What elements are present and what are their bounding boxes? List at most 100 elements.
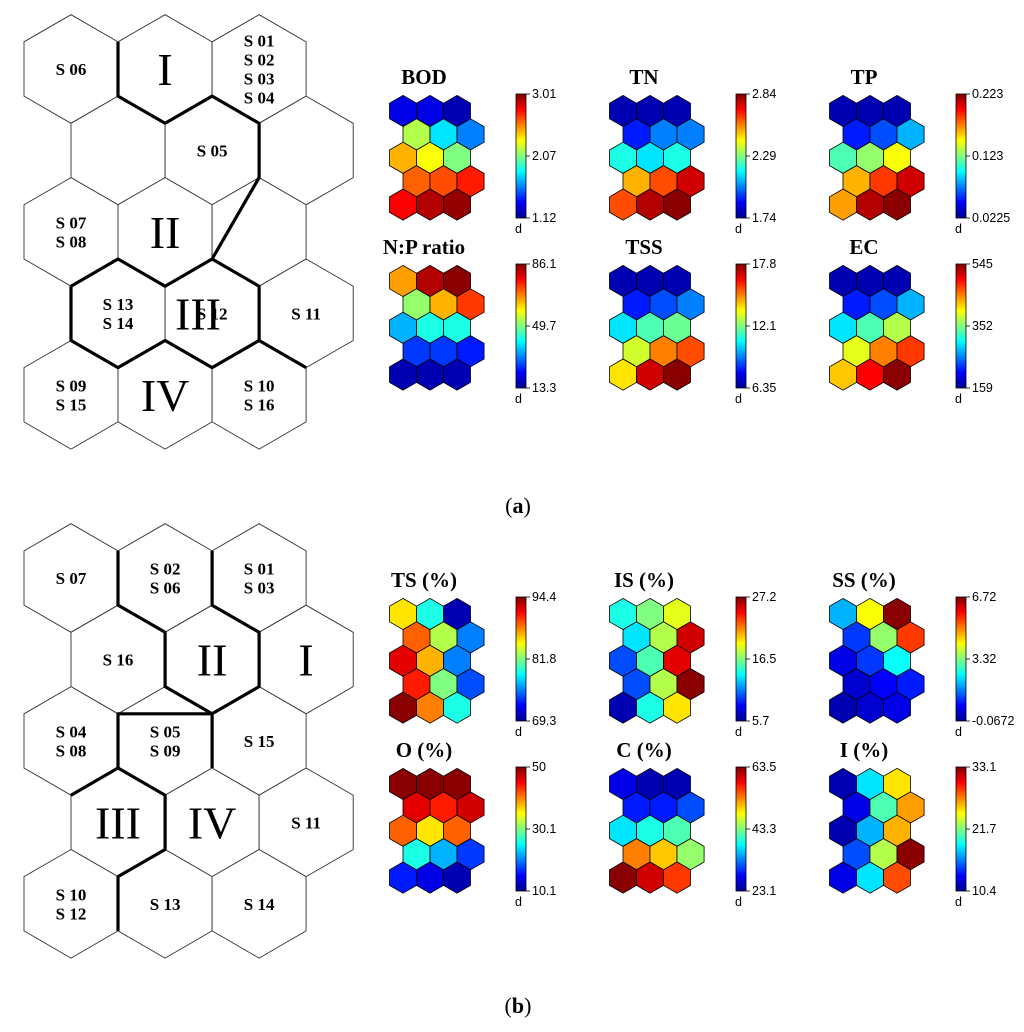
colorbar — [515, 263, 527, 389]
colorbar-tick-label: 27.2 — [752, 590, 776, 604]
component-title: BOD — [401, 65, 447, 89]
colorbar-tick-label: 1.74 — [752, 211, 776, 225]
cluster-boundary — [210, 550, 261, 768]
cluster-boundary — [69, 286, 307, 370]
colorbar-tick-label: 94.4 — [532, 590, 556, 604]
colorbar-tick-label: 16.5 — [752, 652, 776, 666]
colorbar-tick-label: 545 — [972, 257, 993, 271]
site-label: S 16 — [103, 651, 134, 670]
colorbar-tick-label: 30.1 — [532, 822, 556, 836]
colorbar-unit: d — [955, 725, 962, 739]
colorbar-tick-label: 69.3 — [532, 714, 556, 728]
site-label: S 09 — [56, 376, 87, 395]
colorbar-tick-label: 21.7 — [972, 822, 996, 836]
component-title: SS (%) — [832, 568, 896, 592]
colorbar-tick-label: 10.4 — [972, 884, 996, 898]
component-hex — [663, 188, 691, 221]
colorbar-tick-label: 2.29 — [752, 149, 776, 163]
component-title: EC — [849, 235, 878, 259]
site-label: S 11 — [291, 304, 321, 323]
site-label: S 05 — [197, 141, 228, 160]
site-label: S 15 — [244, 732, 275, 751]
component-hex — [443, 358, 471, 391]
colorbar-tick-label: 49.7 — [532, 319, 556, 333]
colorbar-tick-label: 6.35 — [752, 381, 776, 395]
component-hex — [443, 861, 471, 894]
colorbar-unit: d — [515, 392, 522, 406]
cluster-label: III — [95, 797, 141, 848]
colorbar-tick-label: 2.07 — [532, 149, 556, 163]
colorbar-tick-label: 159 — [972, 381, 993, 395]
component-title: C (%) — [616, 738, 671, 762]
colorbar-unit: d — [735, 725, 742, 739]
colorbar-unit: d — [735, 895, 742, 909]
colorbar — [515, 766, 527, 892]
colorbar-tick-label: 33.1 — [972, 760, 996, 774]
cluster-map-a: S 06S 01S 02S 03S 04S 05S 07S 08S 13S 14… — [23, 14, 354, 450]
site-label: S 05 — [150, 722, 181, 741]
component-title: TSS — [625, 235, 662, 259]
colorbar-unit: d — [735, 222, 742, 236]
colorbar-unit: d — [735, 392, 742, 406]
colorbar-tick-label: 0.0225 — [972, 211, 1010, 225]
site-label: S 07 — [56, 213, 87, 232]
site-label: S 10 — [244, 376, 275, 395]
site-label: S 09 — [150, 741, 181, 760]
site-label: S 07 — [56, 569, 87, 588]
cluster-label: II — [150, 207, 181, 258]
site-label: S 14 — [244, 895, 275, 914]
colorbar — [515, 596, 527, 722]
colorbar-tick-label: -0.0672 — [972, 714, 1014, 728]
site-label: S 03 — [244, 579, 275, 598]
component-title: IS (%) — [614, 568, 674, 592]
cluster-boundary — [70, 766, 119, 797]
colorbar-unit: d — [955, 392, 962, 406]
site-label: S 03 — [244, 70, 275, 89]
colorbar — [735, 766, 747, 892]
colorbar-tick-label: 63.5 — [752, 760, 776, 774]
colorbar — [955, 596, 967, 722]
colorbar-tick-label: 5.7 — [752, 714, 769, 728]
colorbar — [955, 93, 967, 219]
cluster-boundary — [116, 550, 214, 931]
component-plane: TS (%)94.481.869.3d — [389, 568, 556, 739]
component-hex — [443, 691, 471, 724]
cluster-label: I — [298, 635, 313, 686]
site-label: S 08 — [56, 741, 87, 760]
panel-caption-a: (a) — [505, 493, 531, 518]
colorbar-tick-label: 3.01 — [532, 87, 556, 101]
cluster-label: II — [197, 635, 228, 686]
colorbar-tick-label: 10.1 — [532, 884, 556, 898]
component-title: TN — [629, 65, 658, 89]
site-label: S 14 — [103, 314, 134, 333]
colorbar-tick-label: 3.32 — [972, 652, 996, 666]
colorbar-tick-label: 17.8 — [752, 257, 776, 271]
cluster-label: IV — [141, 370, 190, 421]
site-label: S 02 — [244, 51, 275, 70]
component-plane: I (%)33.121.710.4d — [829, 738, 996, 909]
site-label: S 04 — [244, 89, 275, 108]
component-hex — [883, 358, 911, 391]
component-hex — [883, 188, 911, 221]
site-label: S 08 — [56, 232, 87, 251]
site-label: S 11 — [291, 813, 321, 832]
colorbar-tick-label: 50 — [532, 760, 546, 774]
component-plane: IS (%) 27.2 16.5 5.7 d — [609, 568, 776, 739]
colorbar-unit: d — [955, 895, 962, 909]
site-label: S 12 — [56, 904, 87, 923]
site-label: S 15 — [56, 395, 87, 414]
colorbar — [955, 263, 967, 389]
component-planes-b: TS (%)94.481.869.3d IS (%) 27.2 16.5 5.7 d SS … — [389, 568, 1014, 909]
cluster-boundary — [70, 176, 261, 343]
colorbar-tick-label: 23.1 — [752, 884, 776, 898]
colorbar-tick-label: 12.1 — [752, 319, 776, 333]
colorbar-tick-label: 1.12 — [532, 211, 556, 225]
colorbar — [735, 596, 747, 722]
panel-caption-b: (b) — [505, 993, 532, 1018]
